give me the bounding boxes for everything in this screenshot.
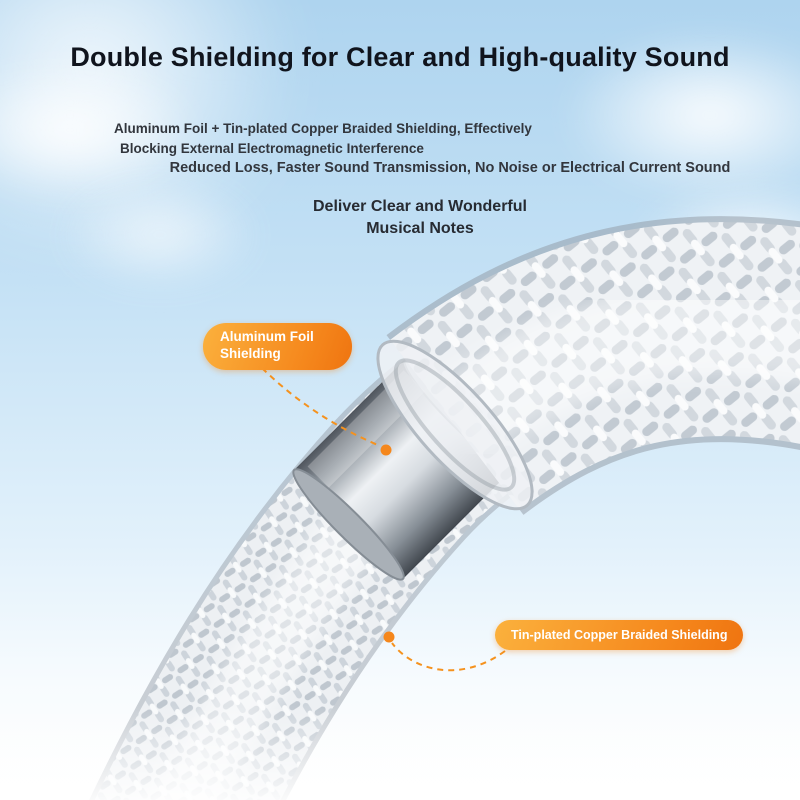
sheath-rim <box>376 339 534 511</box>
subtitle-line-1: Aluminum Foil + Tin-plated Copper Braide… <box>114 121 532 136</box>
page-title: Double Shielding for Clear and High-qual… <box>70 42 730 72</box>
aluminum-callout-line-1: Aluminum Foil <box>220 329 314 344</box>
subtitle-line-2: Blocking External Electromagnetic Interf… <box>120 140 424 156</box>
cloud <box>560 30 800 200</box>
tagline-line-1: Deliver Clear and Wonderful <box>313 198 527 215</box>
cloud <box>60 180 260 290</box>
copper-callout: Tin-plated Copper Braided Shielding <box>495 620 744 650</box>
aluminum-callout: Aluminum Foil Shielding <box>203 323 352 370</box>
bottom-fade <box>0 705 800 800</box>
tagline-line-2: Musical Notes <box>366 220 474 238</box>
tagline: Deliver Clear and Wonderful Musical Note… <box>170 196 670 241</box>
cloud <box>0 60 200 200</box>
feature-line: Reduced Loss, Faster Sound Transmission,… <box>169 160 731 176</box>
subtitle: Aluminum Foil + Tin-plated Copper Braide… <box>114 119 532 158</box>
outer-braid <box>376 216 800 516</box>
aluminum-callout-line-2: Shielding <box>220 345 281 361</box>
